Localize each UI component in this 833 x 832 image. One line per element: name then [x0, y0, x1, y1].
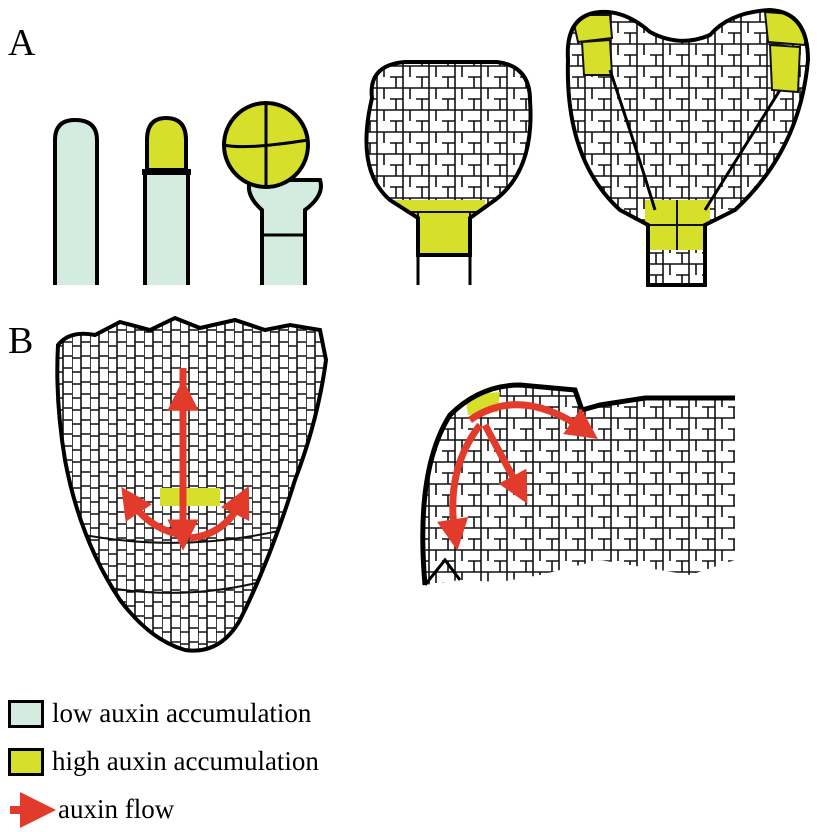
legend-swatch-low [8, 700, 44, 728]
stage-quadrant [224, 103, 321, 285]
legend-label-flow: auxin flow [58, 796, 174, 823]
stage-two-cell [142, 118, 191, 285]
shoot-apex [410, 380, 740, 590]
panel-label-a: A [8, 24, 35, 62]
stage-globular [360, 55, 540, 285]
stage-heart [560, 5, 815, 290]
legend-label-high: high auxin accumulation [52, 748, 319, 775]
legend-label-low: low auxin accumulation [52, 700, 311, 727]
panel-label-b: B [8, 322, 33, 360]
root-tip [50, 315, 335, 660]
stage-zygote [55, 120, 97, 285]
legend-swatch-high [8, 748, 44, 776]
